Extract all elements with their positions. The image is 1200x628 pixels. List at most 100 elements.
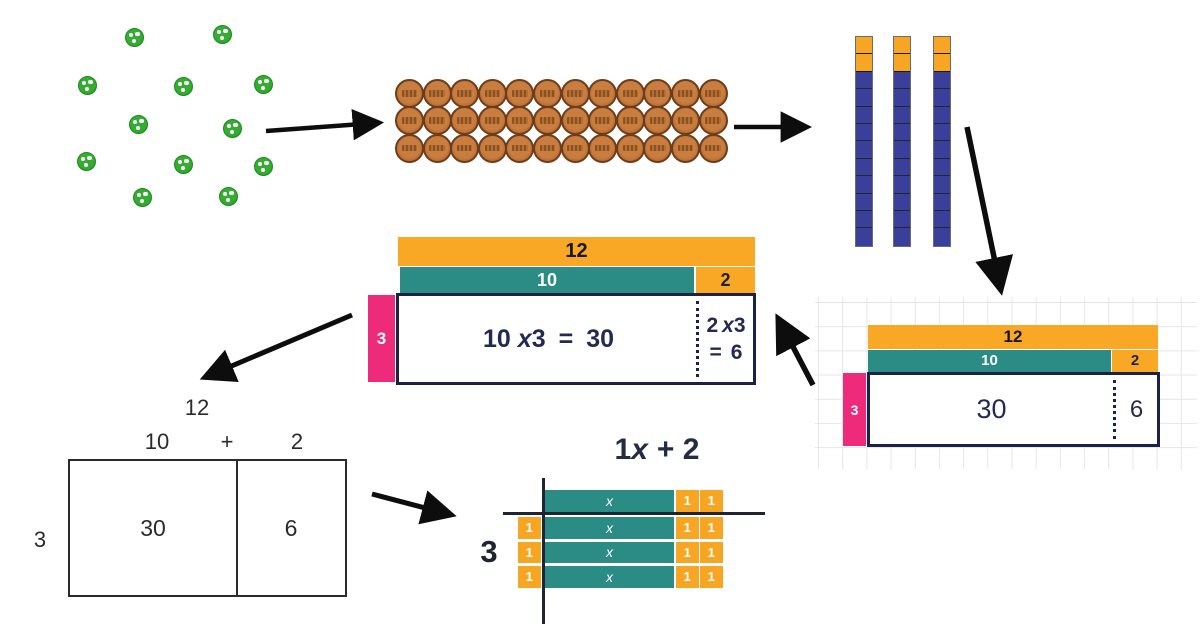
counter-pip: [132, 119, 138, 125]
tiles-vertical-axis: [541, 478, 545, 624]
tens-cube: [894, 89, 910, 107]
unit-tile: 1: [700, 517, 723, 539]
counter-pip: [233, 122, 238, 128]
penny-coin: [588, 133, 618, 163]
counter: [76, 151, 96, 171]
tens-cube: [934, 123, 950, 142]
tens-cube: [856, 193, 872, 211]
eq-equals: =: [558, 324, 574, 353]
penny-coin: [588, 106, 618, 136]
counter-pip: [257, 161, 263, 167]
penny-coin: [643, 79, 673, 108]
rect-model-divider: [236, 461, 238, 595]
tiles-title-rest: + 2: [656, 433, 700, 466]
penny-coin: [450, 133, 480, 163]
counter-pip: [143, 191, 148, 197]
counter: [77, 75, 97, 95]
grid-model-total-bar: 12: [868, 325, 1158, 349]
unit-tile: 1: [676, 541, 699, 563]
eq-factor-ones: 2: [706, 313, 719, 337]
penny-coin: [533, 106, 562, 136]
grid-model-ones-bar: 2: [1112, 350, 1158, 372]
counter-pip: [87, 155, 92, 161]
penny-coin: [395, 106, 424, 136]
rect-model-tens-product: 30: [140, 514, 166, 541]
expanded-model-total-label: 12: [565, 240, 588, 262]
expanded-model-total-bar: 12: [398, 237, 755, 266]
penny-coin: [671, 133, 700, 163]
tiles-title: 1x+ 2: [615, 433, 700, 467]
tens-cube: [934, 193, 950, 211]
arrow-rods-to-grid-model: [964, 126, 1014, 296]
tens-cube: [934, 89, 950, 107]
tens-cube: [856, 123, 872, 142]
penny-coin: [698, 106, 728, 136]
penny-coin: [422, 106, 452, 136]
grid-model-height-bar: 3: [843, 373, 866, 446]
rect-model-height-label: 3: [33, 527, 47, 552]
counter-pip: [229, 129, 235, 135]
tiles-title-var: x: [631, 433, 648, 466]
base-ten-rod: [893, 36, 911, 247]
penny-coin: [395, 79, 424, 108]
x-tile: x: [545, 541, 674, 563]
rect-model-tens-cell: 30: [70, 461, 236, 595]
grid-model-tens-cell: 30: [870, 375, 1113, 444]
eq-factor-height2: 3: [733, 313, 746, 337]
tens-cube: [934, 71, 950, 90]
counter-pip: [184, 158, 189, 164]
tens-cube: [856, 141, 872, 159]
ones-cube: [894, 54, 910, 72]
penny-coin: [477, 79, 507, 108]
grid-model-ones-cell: 6: [1116, 375, 1157, 444]
grid-model-tens-product: 30: [976, 394, 1007, 424]
penny-coin: [560, 106, 590, 136]
counter-pip: [177, 81, 183, 87]
counter-pip: [81, 80, 87, 86]
unit-tile: 1: [700, 566, 723, 588]
tens-cube: [894, 71, 910, 90]
tens-cube: [934, 228, 950, 246]
tens-cube: [856, 228, 872, 246]
grid-model-tens-bar: 10: [868, 350, 1111, 372]
eq-value2: 6: [730, 340, 743, 364]
base-ten-rod: [933, 36, 951, 247]
penny-coin: [533, 133, 562, 163]
rect-model-ones-label: 2: [290, 429, 304, 454]
penny-coin: [560, 79, 590, 108]
counter-pip: [83, 162, 89, 168]
counter: [222, 118, 242, 138]
eq-factor-tens: 10: [482, 324, 511, 353]
rect-model-box: 30 6: [68, 459, 347, 597]
counter: [173, 154, 193, 174]
counter-pip: [131, 38, 137, 44]
counter-pip: [135, 125, 141, 131]
expanded-model-height-label: 3: [376, 328, 387, 348]
x-tile: x: [545, 490, 674, 512]
penny-coin: [505, 106, 535, 136]
penny-coin: [450, 106, 480, 136]
counter: [132, 187, 152, 207]
penny-coin: [477, 106, 507, 136]
tiles-horizontal-axis: [503, 511, 765, 515]
counter: [128, 114, 148, 134]
tens-cube: [934, 141, 950, 159]
tiles-title-coef: 1: [614, 433, 632, 466]
grid-model-ones-label: 2: [1130, 352, 1140, 370]
counter: [253, 74, 273, 94]
tens-cube: [894, 210, 910, 229]
counter: [124, 27, 144, 47]
unit-tile: 1: [518, 517, 541, 539]
unit-tile: 1: [518, 566, 541, 588]
x-tile: x: [545, 517, 674, 539]
counter-pip: [257, 79, 263, 85]
grid-model-ones-product: 6: [1129, 395, 1144, 423]
counter: [218, 186, 238, 206]
counter-pip: [88, 79, 93, 85]
counter-pip: [264, 160, 269, 166]
counter-pip: [84, 86, 90, 92]
